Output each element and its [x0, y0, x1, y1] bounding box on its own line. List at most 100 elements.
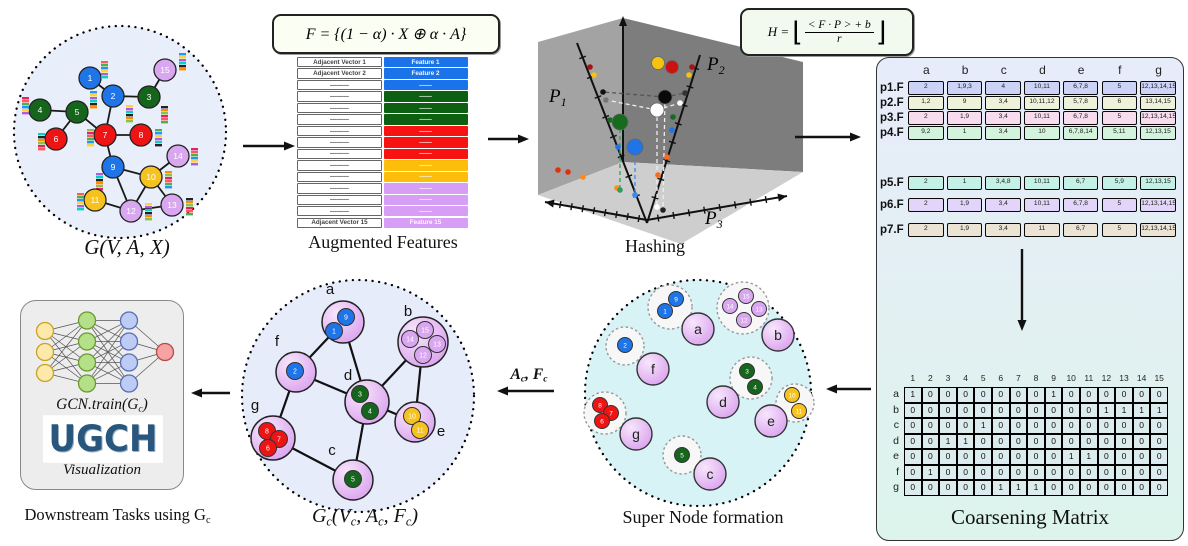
feature-formula-box: F = {(1 − α) · X ⊕ α · A}	[272, 14, 500, 54]
matrix-cell: 0	[974, 464, 992, 480]
feature-row: —————	[297, 206, 469, 217]
feature-cell: ——	[383, 194, 468, 205]
member-node	[411, 421, 429, 439]
feature-barcode-bar	[87, 135, 94, 138]
graph-node	[65, 100, 89, 124]
feature-barcode-bar	[186, 204, 193, 207]
coarse-node-letter: d	[344, 367, 352, 384]
axis-marker-dot	[686, 72, 692, 78]
axis-tick	[686, 85, 694, 89]
adjacent-vector-cell: ———	[297, 160, 382, 171]
matrix-cell: 0	[1132, 480, 1151, 496]
feature-barcode-bar	[77, 199, 84, 202]
matrix-cell: 0	[939, 464, 957, 480]
matrix-cell: 0	[974, 480, 992, 496]
feature-barcode-bar	[87, 138, 94, 141]
row-label: p7.F	[880, 224, 904, 236]
matrix-cell: 0	[1150, 418, 1168, 434]
matrix-cell: 0	[921, 387, 940, 403]
matrix-row-label: c	[893, 419, 899, 431]
feature-cell: ——	[383, 114, 468, 125]
feature-barcode-bar	[38, 133, 45, 136]
row-label: p3.F	[880, 112, 904, 124]
nn-connection	[86, 320, 130, 384]
graph-node-label: 4	[38, 105, 43, 115]
math-segment: c	[350, 514, 357, 529]
original-graph-label: G(V, A, X)	[84, 235, 170, 259]
row-label: p6.F	[880, 199, 904, 211]
feature-formula: F = {(1 − α) · X ⊕ α · A}	[305, 26, 467, 43]
matrix-cell: 0	[1062, 387, 1080, 403]
super-node-letter: f	[651, 361, 655, 377]
bucket-cell: 1,9	[946, 111, 983, 125]
math-segment: c	[205, 514, 211, 526]
feature-row: —————	[297, 79, 469, 91]
nn-connection	[44, 320, 88, 374]
hash-point	[665, 60, 679, 74]
coarse-node-letter: b	[404, 303, 412, 320]
bucket-cell: 12,13,14,15	[1140, 111, 1176, 125]
matrix-cell: 0	[1044, 480, 1063, 496]
member-node	[361, 402, 379, 420]
bucket-cell: 5,7,8	[1062, 96, 1099, 110]
matrix-cell: 0	[1027, 387, 1045, 403]
graph-node-label: 5	[75, 107, 80, 117]
member-node	[401, 330, 419, 348]
downstream-label: Downstream Tasks using Gc	[0, 505, 235, 526]
hash-point	[657, 89, 673, 105]
member-node-label: 14	[406, 337, 414, 344]
matrix-cell: 0	[1062, 418, 1080, 434]
bucket-cell: 10,11	[1024, 198, 1060, 212]
math-segment: V	[338, 505, 351, 527]
nn-neuron	[119, 332, 139, 351]
coarsened-graph-label: Gc(Vc, Ac, Fc)	[265, 505, 465, 529]
feature-barcode-bar	[77, 193, 84, 196]
nn-connection	[86, 320, 130, 363]
feature-cell: ——	[383, 171, 468, 183]
super-node-letter: b	[774, 327, 782, 343]
axis-tick	[579, 55, 587, 60]
axis-marker-dot	[655, 172, 661, 178]
bucket-cell: 5,9	[1101, 176, 1138, 190]
axis-marker-dot	[565, 169, 571, 175]
bucket-cell: 1	[946, 176, 983, 190]
feature-barcode-bar	[191, 148, 198, 151]
feature-barcode-bar	[90, 100, 97, 103]
matrix-cell: 0	[992, 433, 1010, 449]
axis-tick	[617, 154, 625, 159]
hash-formula-denominator: r	[836, 33, 842, 45]
graph-node-label: 12	[126, 206, 136, 216]
math-segment: c	[405, 514, 412, 529]
cluster-node	[674, 447, 690, 463]
axis-marker-dot	[617, 187, 623, 193]
feature-barcode-bar	[77, 208, 84, 211]
feature-barcode-bar	[22, 109, 29, 112]
member-node-label: 9	[344, 315, 348, 322]
member-node-label: 2	[293, 369, 297, 376]
coarsening-matrix-label: Coarsening Matrix	[950, 505, 1110, 529]
feature-barcode-bar	[126, 117, 133, 120]
bucket-cell: 5	[1101, 223, 1138, 237]
bucket-cell: 4	[985, 81, 1022, 95]
axis-marker-dot	[580, 174, 586, 180]
matrix-cell: 0	[1150, 433, 1168, 449]
matrix-cell: 0	[1150, 449, 1168, 465]
feature-barcode-bar	[22, 106, 29, 109]
matrix-column-header: 14	[1136, 373, 1147, 383]
matrix-cell: 0	[904, 418, 922, 434]
axis-arrowhead	[545, 199, 555, 208]
super-node-letter: g	[632, 426, 640, 442]
math-segment: A	[510, 366, 521, 383]
cluster-circle	[716, 281, 770, 335]
axis-tick	[615, 211, 618, 219]
matrix-cell: 0	[1062, 480, 1080, 496]
member-node	[416, 321, 434, 339]
nn-neuron	[35, 342, 55, 362]
matrix-column-header: 10	[1066, 373, 1076, 383]
matrix-cell: 0	[992, 464, 1010, 480]
graph-node	[153, 58, 177, 82]
feature-barcode-bar	[155, 138, 162, 141]
super-node-letter: c	[707, 466, 714, 482]
matrix-cell: 1	[1080, 449, 1098, 465]
